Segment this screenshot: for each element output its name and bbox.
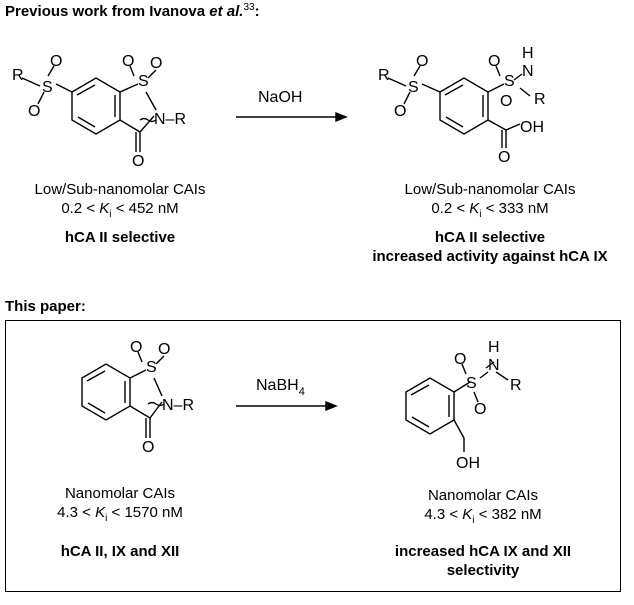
atom-O: O <box>50 53 62 70</box>
atom-O: O <box>394 103 406 120</box>
atom-S: S <box>408 79 419 96</box>
ki-high: < 1570 nM <box>107 504 183 521</box>
ki-high: < 452 nM <box>111 200 179 217</box>
atom-O: O <box>416 53 428 70</box>
atom-O: O <box>142 439 154 456</box>
caption-line4: increased activity against hCA IX <box>372 248 608 265</box>
caption-line3: hCA II selective <box>64 229 176 246</box>
atom-R: R <box>510 377 522 394</box>
ki-low: 0.2 < <box>431 200 470 217</box>
ki-range: 0.2 < Ki < 333 nM <box>350 199 630 224</box>
atom-S: S <box>146 359 157 376</box>
atom-S: S <box>504 73 515 90</box>
atom-OH: OH <box>520 119 544 136</box>
ki-k: K <box>469 200 480 217</box>
ki-i: i <box>472 515 475 526</box>
caption-line3: increased hCA IX and XII <box>394 543 572 560</box>
atom-O: O <box>158 341 170 358</box>
caption-line1: Nanomolar CAIs <box>64 485 176 502</box>
ki-k: K <box>99 200 110 217</box>
atom-R: R <box>12 67 24 84</box>
atom-O: O <box>488 53 500 70</box>
ki-i: i <box>109 209 112 220</box>
this-paper-header: This paper: <box>5 298 86 315</box>
atom-H: H <box>522 45 534 62</box>
caption-right-1: Low/Sub-nanomolar CAIs 0.2 < Ki < 333 nM… <box>350 180 630 266</box>
atom-N-R: N–R <box>154 111 186 128</box>
atom-O: O <box>150 55 162 72</box>
caption-line1: Low/Sub-nanomolar CAIs <box>34 181 206 198</box>
atom-S: S <box>466 375 477 392</box>
ki-low: 4.3 < <box>424 506 463 523</box>
benzene-ring-1 <box>71 77 121 135</box>
atom-O: O <box>474 401 486 418</box>
atom-S: S <box>42 79 53 96</box>
reagent-main: NaBH <box>256 377 299 394</box>
caption-line1: Nanomolar CAIs <box>427 487 539 504</box>
atom-O: O <box>498 149 510 166</box>
ki-k: K <box>95 504 106 521</box>
atom-O: O <box>454 351 466 368</box>
caption-line1: Low/Sub-nanomolar CAIs <box>404 181 576 198</box>
header-etal: et al. <box>209 3 244 20</box>
atom-R: R <box>534 91 546 108</box>
atom-N: N <box>522 63 534 80</box>
ki-range: 4.3 < Ki < 1570 nM <box>10 503 230 528</box>
caption-left-2: Nanomolar CAIs 4.3 < Ki < 1570 nM hCA II… <box>10 484 230 561</box>
ki-i: i <box>105 513 108 524</box>
ki-k: K <box>462 506 473 523</box>
atom-O: O <box>130 339 142 356</box>
atom-O: O <box>122 53 134 70</box>
reagent-naoh: NaOH <box>258 89 302 106</box>
atom-S: S <box>138 73 149 90</box>
caption-line3: hCA II, IX and XII <box>60 543 180 560</box>
ki-high: < 382 nM <box>474 506 542 523</box>
reagent-nabh4: NaBH4 <box>256 377 305 398</box>
atom-H: H <box>488 339 500 356</box>
atom-N-R: N–R <box>162 397 194 414</box>
ki-i: i <box>479 209 482 220</box>
header-colon: : <box>254 3 260 20</box>
header-ref: 33 <box>243 2 255 13</box>
caption-line3: hCA II selective <box>434 229 546 246</box>
atom-O: O <box>500 93 512 110</box>
header-text: Previous work from Ivanova <box>5 3 210 20</box>
ki-low: 4.3 < <box>57 504 96 521</box>
previous-work-header: Previous work from Ivanova et al.33: <box>5 2 260 20</box>
ki-low: 0.2 < <box>61 200 100 217</box>
atom-OH: OH <box>456 455 480 472</box>
ki-range: 4.3 < Ki < 382 nM <box>358 505 608 530</box>
atom-O: O <box>28 103 40 120</box>
caption-right-2: Nanomolar CAIs 4.3 < Ki < 382 nM increas… <box>358 486 608 580</box>
caption-left-1: Low/Sub-nanomolar CAIs 0.2 < Ki < 452 nM… <box>0 180 240 247</box>
atom-N: N <box>488 357 500 374</box>
this-paper-box <box>5 320 621 592</box>
atom-O: O <box>132 153 144 170</box>
caption-line4: selectivity <box>446 562 520 579</box>
reagent-sub: 4 <box>299 386 305 398</box>
ki-range: 0.2 < Ki < 452 nM <box>0 199 240 224</box>
ki-high: < 333 nM <box>481 200 549 217</box>
atom-R: R <box>378 67 390 84</box>
benzene-ring-2 <box>439 77 489 135</box>
